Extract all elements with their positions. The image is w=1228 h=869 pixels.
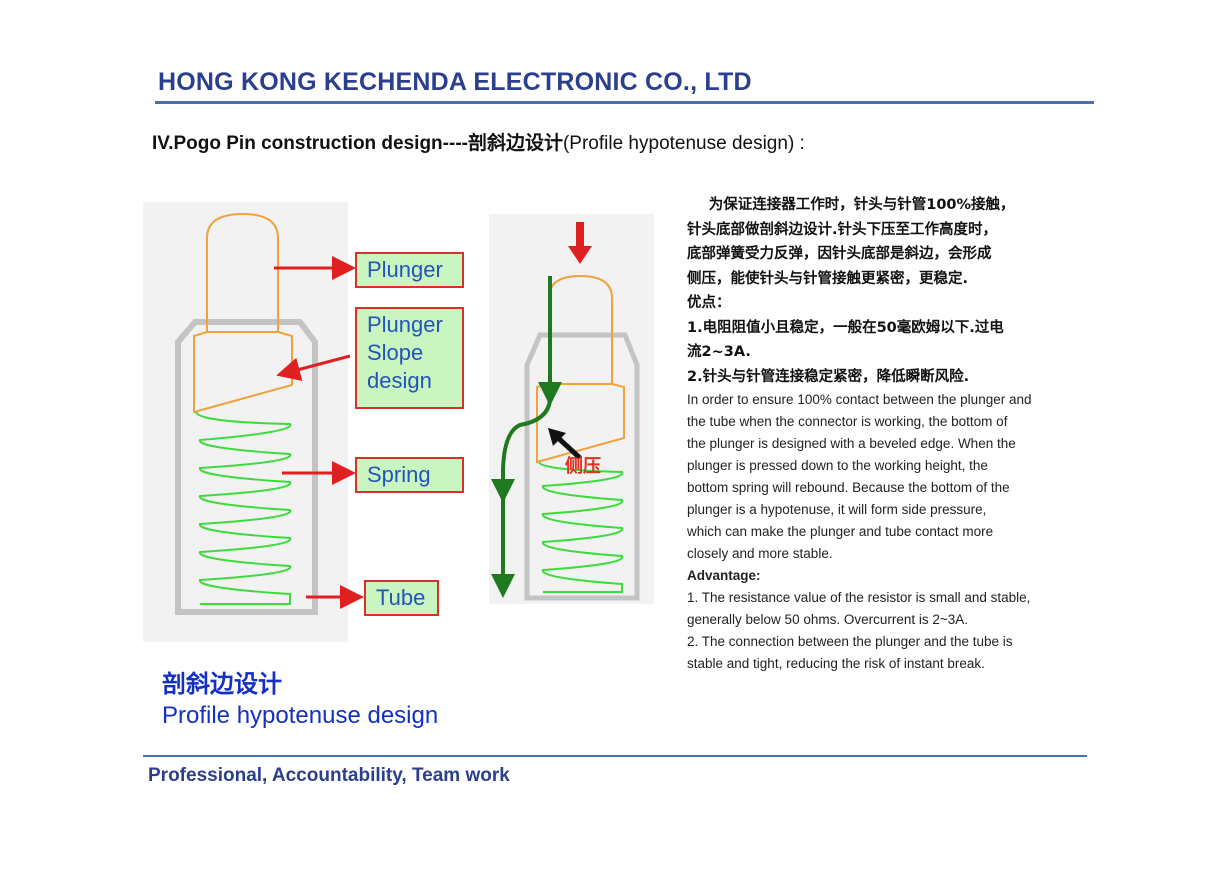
en-line: which can make the plunger and tube cont… [687, 524, 994, 539]
advantage-line: 1. The resistance value of the resistor … [687, 590, 1031, 605]
section-title-sub: (Profile hypotenuse design) : [562, 133, 805, 154]
callout-plunger: Plunger [355, 252, 464, 288]
advantage-line: 2. The connection between the plunger an… [687, 634, 1013, 649]
cn-line: 为保证连接器工作时，针头与针管100%接触， [708, 197, 1015, 213]
en-line: the plunger is designed with a beveled e… [687, 436, 1016, 451]
cn-line: 针头底部做剖斜边设计.针头下压至工作高度时， [687, 221, 998, 238]
right-figure-bg [489, 214, 654, 604]
callout-slope-line1: Plunger [367, 312, 443, 337]
advantage-line: generally below 50 ohms. Overcurrent is … [687, 612, 969, 627]
advantage-title: Advantage: [687, 568, 761, 583]
cn-line: 底部弹簧受力反弹，因针头底部是斜边，会形成 [687, 246, 992, 262]
company-name: HONG KONG KECHENDA ELECTRONIC CO., LTD [158, 68, 752, 96]
side-pressure-arrow [554, 434, 582, 460]
press-down-arrow [568, 222, 592, 264]
left-spring [195, 411, 292, 605]
right-plunger [536, 274, 625, 464]
en-line: bottom spring will rebound. Because the … [687, 480, 1010, 495]
section-title: IV.Pogo Pin construction design----剖斜边设计… [152, 128, 805, 155]
callout-slope-line2: Slope [367, 340, 424, 365]
left-tube [175, 319, 318, 615]
en-line: In order to ensure 100% contact between … [687, 392, 1032, 407]
en-line: closely and more stable. [687, 546, 833, 561]
cn-line: 流2~3A. [687, 344, 751, 360]
section-title-main: IV.Pogo Pin construction design----剖斜边设计 [152, 133, 563, 154]
footer-motto: Professional, Accountability, Team work [148, 765, 510, 786]
footer-rule [143, 755, 1087, 757]
cn-line: 侧压，能使针头与针管接触更紧密，更稳定. [687, 270, 969, 287]
caption-chinese: 剖斜边设计 [162, 671, 282, 698]
callout-slope-line3: design [367, 368, 432, 393]
right-spring [538, 461, 624, 593]
en-line: the tube when the connector is working, … [687, 414, 1008, 429]
header-rule [155, 101, 1094, 104]
cn-line: 优点： [687, 295, 731, 311]
side-pressure-label: 侧压 [565, 456, 601, 476]
callout-tube: Tube [364, 580, 439, 616]
callout-plunger-slope: Plunger Slope design [355, 307, 464, 409]
description-block: 为保证连接器工作时，针头与针管100%接触， 针头底部做剖斜边设计.针头下压至工… [687, 193, 1072, 675]
callout-spring: Spring [355, 457, 464, 493]
flow-line-curve [491, 399, 552, 503]
arrow-to-slope [276, 354, 351, 381]
cn-line: 2.针头与针管连接稳定紧密，降低瞬断风险. [687, 368, 970, 385]
caption-english: Profile hypotenuse design [162, 702, 439, 729]
cn-line: 1.电阻阻值小且稳定，一般在50毫欧姆以下.过电 [687, 319, 1004, 336]
advantage-line: stable and tight, reducing the risk of i… [687, 656, 985, 671]
en-line: plunger is a hypotenuse, it will form si… [687, 502, 987, 517]
en-line: plunger is pressed down to the working h… [687, 458, 988, 473]
right-tube [524, 332, 640, 601]
